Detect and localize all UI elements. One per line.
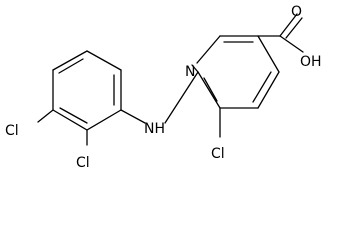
bond-carboxyl-c-oh [279,35,304,53]
bond-phenyl-cl-meta [37,109,54,123]
phenyl-double-inner-3 [59,107,88,124]
pyridine-ring [191,35,280,109]
ring-nitrogen-label: N [185,64,195,80]
phenyl-ring [52,50,146,131]
double-bond-inner-3 [203,77,218,102]
bond-carboxyl-c-o-double-a [279,13,298,37]
amine-nh-label: NH [144,121,165,137]
bond-c3-c4 [257,35,280,73]
double-bond-inner-2 [252,71,272,103]
bond-c7-n [191,64,199,73]
bond-ring-nh [164,71,199,124]
bond-p3-p4 [52,50,88,71]
carboxylic-acid-group [257,13,304,53]
bond-nh-phenyl [120,109,146,124]
carboxyl-o-label: O [291,4,302,20]
bond-carboxyl-c-o-double-b [285,17,303,39]
pyridine-chlorine-label: Cl [211,146,225,162]
phenyl-chlorine-ortho-label: Cl [76,155,90,171]
bond-p6-p1 [86,109,122,131]
bond-c6-c7 [197,71,221,109]
phenyl-double-inner-2 [58,58,84,74]
bond-p5-p6 [52,109,88,131]
bond-c4-c5 [257,71,280,109]
phenyl-chlorine-meta-label: Cl [5,123,19,139]
bond-n-c2 [196,35,221,64]
bond-p2-p3 [86,50,122,71]
hydroxyl-label: OH [300,54,322,70]
chemical-structure-diagram: O OH N NH Cl Cl Cl [5,4,322,171]
